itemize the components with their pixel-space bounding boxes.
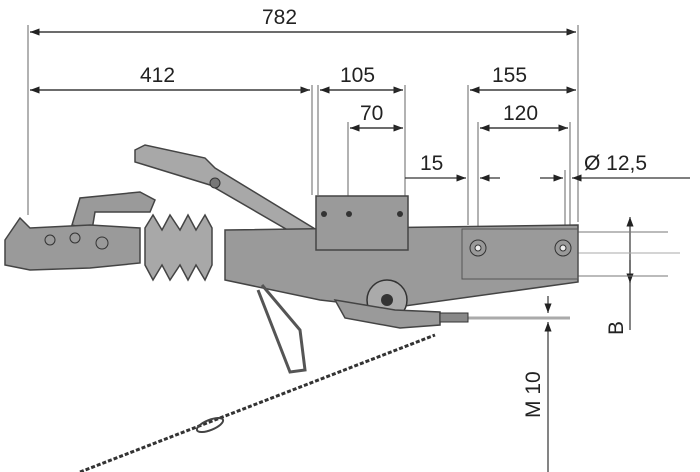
dim-rear-mount-length: 155 [492,64,527,87]
dim-bracket-width: 105 [340,64,375,87]
dim-rear-hole-spacing: 120 [503,102,538,125]
dim-thread: M 10 [522,371,545,418]
coupling-body [4,144,579,472]
dim-drawbar-height: B [605,321,628,335]
dim-hole-offset: 15 [420,152,443,175]
dim-bracket-hole-spacing: 70 [360,102,383,125]
dimension-lines [30,28,690,472]
dim-hole-diameter: Ø 12,5 [584,152,647,175]
dim-overall-length: 782 [262,6,297,29]
drawbar-tube [468,231,680,320]
dim-front-to-bracket: 412 [140,64,175,87]
